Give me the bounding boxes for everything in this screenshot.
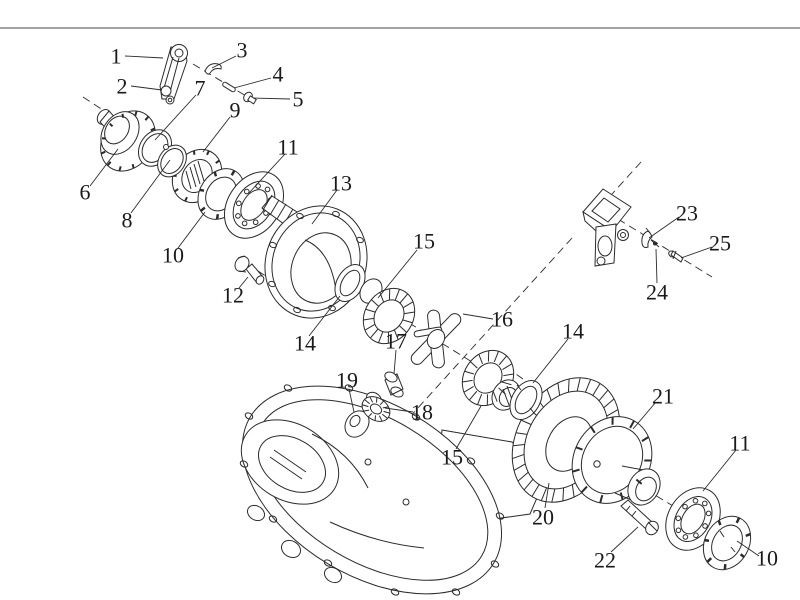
leader-side-gear-right (455, 405, 482, 450)
callout-upper-bracket-arm: 1 (111, 44, 122, 69)
callout-o-ring-large: 7 (195, 76, 206, 101)
leader-small-bolt (252, 97, 291, 100)
callout-lock-washer-left: 10 (162, 243, 184, 268)
leader-pin-right (655, 248, 658, 284)
callout-small-bolt-right: 25 (709, 231, 731, 256)
callouts-layer: 1234567891011121314151617181920212223242… (80, 38, 779, 573)
side-gear-right (461, 349, 521, 411)
leader-bushing (393, 349, 397, 375)
center-axis (192, 63, 252, 100)
leader-thrust-washer-right (532, 338, 569, 384)
leader-upper-bracket-boss (130, 85, 163, 91)
callout-thrust-washer-left: 14 (294, 331, 316, 356)
spider-cross (410, 309, 462, 369)
center-axis (611, 161, 642, 195)
thrust-washer-left (334, 264, 366, 302)
upper-bracket (159, 44, 188, 105)
leader-small-bolt-right (680, 246, 713, 259)
callout-side-gear-left: 15 (413, 229, 435, 254)
thrust-washer-right (509, 380, 543, 420)
callout-bearing-right: 11 (729, 431, 750, 456)
leader-side-gear-left (377, 249, 418, 299)
leader-o-ring-small (130, 159, 171, 214)
pinion-gear (361, 391, 391, 422)
callout-ring-gear: 20 (532, 505, 554, 530)
center-axis (617, 218, 713, 278)
spring-clip (204, 63, 222, 75)
callout-pin-right: 24 (646, 280, 668, 305)
leader-spring-clip-right (648, 216, 680, 239)
bushing (384, 371, 404, 398)
callout-bearing-left: 11 (277, 135, 298, 160)
leader-case-half-right (632, 401, 657, 430)
bearing-left (224, 171, 284, 239)
case-half-right (571, 416, 661, 506)
leader-ring-gear (544, 482, 550, 509)
pin (222, 81, 236, 93)
callout-upper-bracket-boss: 2 (117, 74, 128, 99)
callout-small-bolt: 5 (293, 87, 304, 112)
leader-case-half-left (311, 189, 338, 225)
leader-lock-washer-right (736, 540, 760, 557)
leader-bearing-right (702, 449, 737, 492)
leader-thrust-washer-left (308, 295, 341, 337)
leader-bearing-left (248, 153, 286, 194)
leader-upper-bracket-arm (124, 55, 164, 59)
callout-thrust-washer-right: 14 (562, 319, 584, 344)
small-bolt (243, 91, 257, 105)
lock-washer-right (702, 515, 752, 571)
callout-spring-clip-right: 23 (676, 201, 698, 226)
leader-spring-clip (211, 55, 237, 69)
leader-spider-cross (462, 313, 494, 320)
callout-case-half-right: 21 (652, 384, 674, 409)
leader-drive-flange (89, 148, 119, 187)
callout-side-gear-right: 15 (441, 445, 463, 470)
leader-lock-washer-left (177, 211, 206, 249)
callout-bushing: 17 (385, 329, 407, 354)
upper-bracket-right (582, 188, 632, 267)
flange-bolt (234, 255, 265, 285)
leader-pinion-gear (384, 407, 414, 413)
leader-case-bolt (610, 526, 639, 553)
callout-o-ring-small: 8 (122, 208, 133, 233)
callout-case-bolt: 22 (594, 548, 616, 573)
leader-pin (233, 77, 272, 89)
callout-spider-cross: 16 (491, 307, 513, 332)
spring-clip-right (641, 227, 653, 248)
callout-pinion-gear: 18 (411, 400, 433, 425)
pin-right (650, 239, 660, 248)
o-ring-small (157, 144, 187, 178)
leader-flange-bolt (238, 276, 249, 289)
case-bolt (620, 499, 659, 536)
callout-lock-washer-right: 10 (756, 546, 778, 571)
callout-case-half-left: 13 (330, 171, 352, 196)
callout-pinion-washer: 19 (336, 368, 358, 393)
callout-splined-hub-gear: 9 (230, 98, 241, 123)
callout-drive-flange: 6 (80, 180, 91, 205)
small-bolt-right (668, 250, 684, 263)
leader-splined-hub-gear (202, 116, 231, 153)
leader-o-ring-large (154, 94, 197, 141)
callout-spring-clip: 3 (237, 38, 248, 63)
callout-pin: 4 (273, 62, 284, 87)
callout-flange-bolt: 12 (222, 283, 244, 308)
case-half-left (261, 194, 368, 319)
leader-pinion-washer (348, 388, 355, 413)
